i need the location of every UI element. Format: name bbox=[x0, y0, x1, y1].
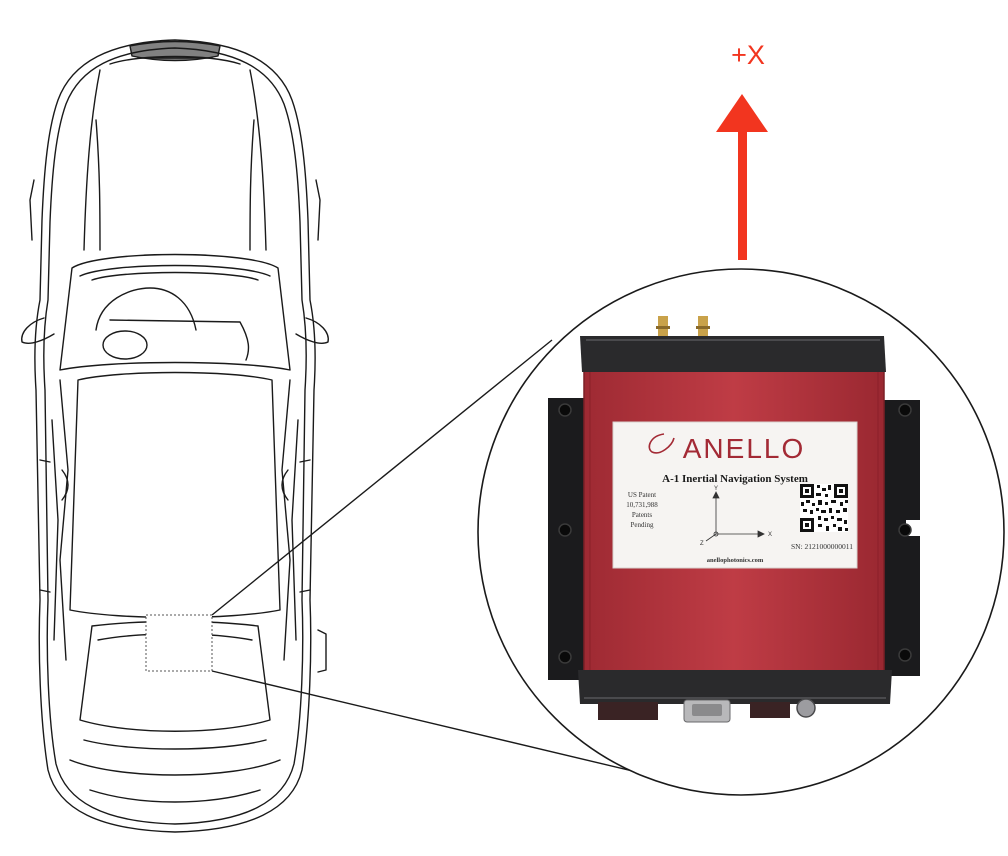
qr-code-icon bbox=[800, 484, 848, 532]
serial-number: SN: 2121000000011 bbox=[791, 542, 853, 551]
screw-hole bbox=[899, 649, 911, 661]
brand-name: ANELLO bbox=[683, 433, 806, 464]
screw-hole bbox=[559, 524, 571, 536]
label-axis-x: X bbox=[768, 532, 772, 538]
device-photo: ANELLO A-1 Inertial Navigation System US… bbox=[548, 316, 920, 722]
power-connector bbox=[797, 699, 815, 717]
product-name: A-1 Inertial Navigation System bbox=[662, 473, 808, 485]
patent-line-3: Patents bbox=[632, 511, 652, 519]
screw-hole bbox=[899, 404, 911, 416]
screw-hole bbox=[899, 524, 911, 536]
patent-line-1: US Patent bbox=[628, 491, 656, 499]
right-mirror bbox=[296, 318, 328, 343]
screw-hole bbox=[559, 651, 571, 663]
label-axis-y: Y bbox=[714, 486, 718, 492]
car-drawing bbox=[22, 40, 329, 832]
patent-line-4: Pending bbox=[631, 521, 654, 529]
label-axis-z: Z bbox=[700, 541, 704, 547]
left-mirror bbox=[22, 318, 54, 343]
screw-hole bbox=[559, 404, 571, 416]
roof bbox=[70, 373, 280, 618]
x-axis-arrow bbox=[716, 94, 768, 260]
arrow-shaft bbox=[738, 128, 747, 260]
website: anellophotonics.com bbox=[707, 557, 764, 564]
arrow-head-icon bbox=[716, 94, 768, 132]
car-body-outline bbox=[35, 40, 315, 832]
patent-line-2: 10,731,988 bbox=[626, 501, 658, 509]
top-end-cap bbox=[580, 336, 886, 372]
x-axis-label: +X bbox=[718, 40, 778, 71]
sensor-location-box bbox=[146, 615, 212, 671]
